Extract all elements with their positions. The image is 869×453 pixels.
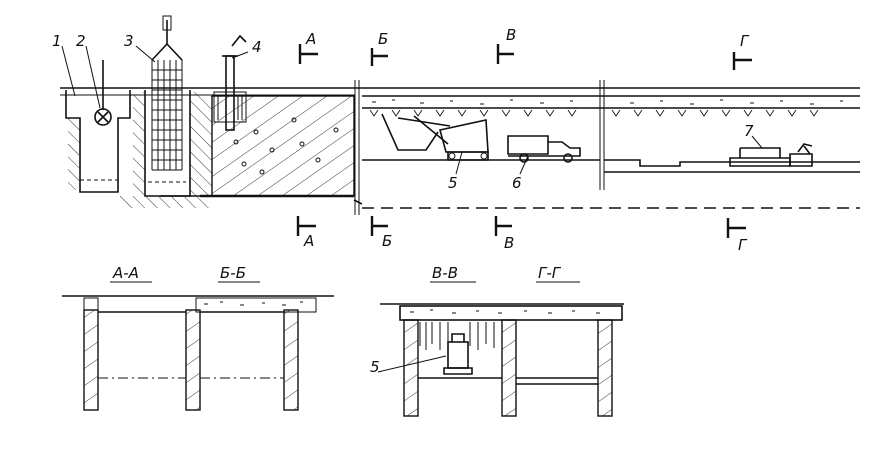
cut-v-bottom: В [504, 234, 514, 252]
section-title-bb: Б-Б [220, 264, 246, 282]
cut-v-top: В [506, 26, 516, 44]
section-cut-marks: А Б В Г А Б В Г [296, 26, 752, 254]
callout-labels: 1 2 3 4 5 6 7 [52, 32, 754, 192]
callout-2: 2 [76, 32, 86, 50]
callout-5-section: 5 [370, 358, 380, 376]
roof-slab [362, 95, 860, 117]
excavator-icon [381, 113, 489, 161]
cross-section-aa-bb [62, 295, 334, 411]
cut-a-bottom: А [303, 232, 314, 250]
dump-truck-icon [507, 135, 581, 163]
cut-b-top: Б [378, 30, 388, 48]
callout-leaders [61, 45, 763, 175]
callout-1: 1 [52, 32, 62, 50]
callout-7: 7 [744, 122, 754, 140]
cut-g-top: Г [740, 32, 750, 50]
section-title-vv: В-В [432, 264, 458, 282]
cut-g-bottom: Г [738, 236, 748, 254]
cut-a-top: А [305, 30, 316, 48]
cut-b-bottom: Б [382, 232, 392, 250]
callout-4: 4 [252, 38, 262, 56]
longitudinal-section [60, 15, 860, 215]
section-title-aa: А-А [112, 264, 139, 282]
callout-5: 5 [448, 174, 458, 192]
callout-6: 6 [512, 174, 522, 192]
guide-trench [65, 60, 131, 193]
excavator-front-icon [443, 333, 473, 375]
concreted-wall [200, 95, 355, 198]
callout-3: 3 [124, 32, 134, 50]
cross-section-vv-gg: 5 [370, 303, 624, 417]
section-title-gg: Г-Г [538, 264, 562, 282]
reinforcement-cage [133, 15, 202, 197]
section-titles: А-А Б-Б В-В Г-Г [110, 264, 580, 283]
compactor-icon [729, 143, 813, 167]
